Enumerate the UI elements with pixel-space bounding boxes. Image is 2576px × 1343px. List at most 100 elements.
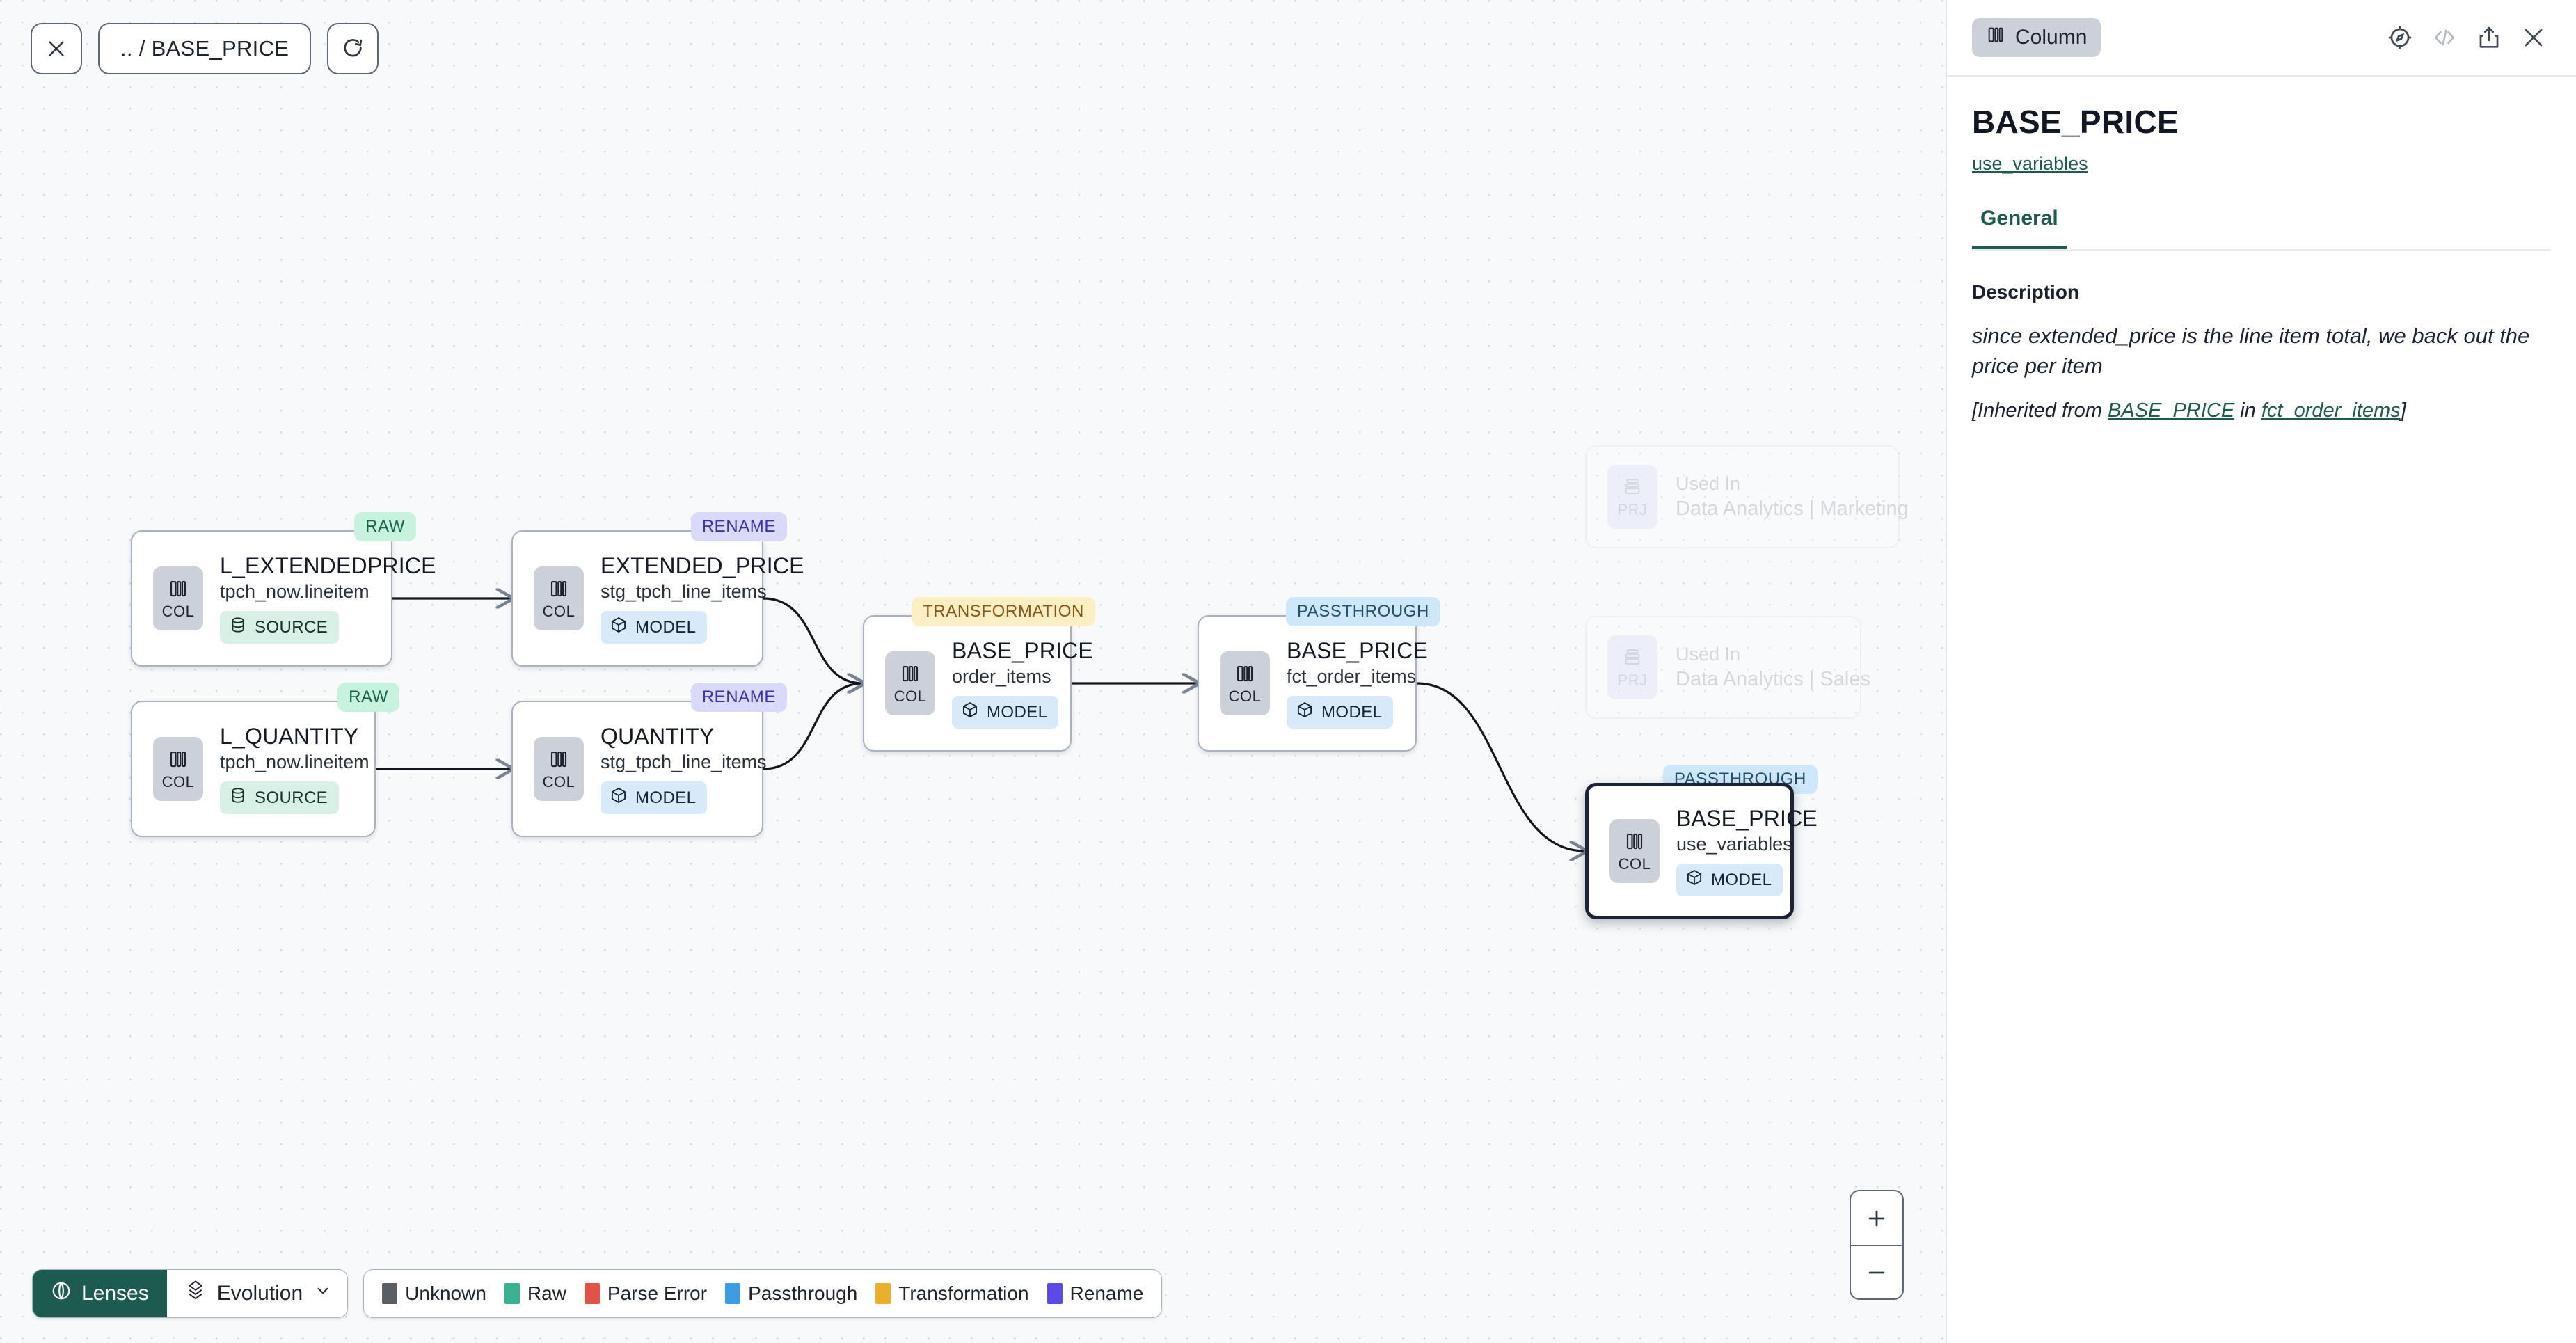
minus-icon [1868, 1271, 1885, 1273]
used-in-info: Used In Data Analytics | Marketing [1676, 473, 1909, 520]
legend-item-parse-error[interactable]: Parse Error [584, 1282, 707, 1305]
page-title: BASE_PRICE [1972, 104, 2179, 140]
node-kind-label: MODEL [635, 788, 697, 807]
details-panel-header: Column [1947, 0, 2576, 77]
panel-actions [2387, 24, 2547, 51]
inherited-suffix: ] [2400, 399, 2406, 422]
node-subtitle: order_items [952, 666, 1051, 687]
legend-item-rename[interactable]: Rename [1047, 1282, 1144, 1305]
legend-item-unknown[interactable]: Unknown [382, 1282, 486, 1305]
legend-label: Passthrough [748, 1282, 858, 1304]
node-kind-chip: MODEL [601, 611, 708, 644]
description-label: Description [1972, 281, 2080, 303]
close-icon[interactable] [2520, 24, 2547, 51]
focus-icon[interactable] [2387, 24, 2413, 51]
canvas-toolbar: .. / BASE_PRICE [31, 23, 379, 74]
node-state-tag-quantity[interactable]: RENAME [690, 683, 787, 712]
used-in-label: Used In [1676, 644, 1741, 665]
project-type-badge: PRJ [1607, 465, 1657, 529]
column-icon [1986, 25, 2005, 50]
column-badge-label: COL [542, 602, 575, 620]
column-icon [1624, 831, 1645, 855]
used-in-name: Data Analytics | Sales [1676, 668, 1870, 690]
close-icon [45, 38, 67, 60]
inherited-column-link[interactable]: BASE_PRICE [2108, 399, 2235, 422]
inherited-prefix: [Inherited from [1972, 399, 2108, 422]
inherited-model-link[interactable]: fct_order_items [2261, 399, 2401, 422]
canvas-bottom-bar: Lenses Evolution [32, 1269, 1163, 1318]
lenses-button[interactable]: Lenses [33, 1270, 167, 1317]
entity-kind-chip[interactable]: Column [1972, 18, 2101, 57]
column-badge-label: COL [542, 772, 575, 790]
close-button[interactable] [31, 23, 82, 74]
column-badge-label: COL [1228, 687, 1262, 705]
node-kind-chip: MODEL [952, 696, 1059, 729]
node-state-tag-l_extendedprice[interactable]: RAW [354, 512, 416, 541]
column-type-badge: COL [153, 566, 203, 630]
chevron-down-icon [314, 1282, 332, 1305]
column-type-badge: COL [534, 566, 584, 630]
column-type-badge: COL [1220, 651, 1270, 715]
column-badge-label: COL [161, 602, 195, 620]
lineage-canvas[interactable]: .. / BASE_PRICE PRJ Used In Data Analytics… [0, 0, 1946, 1343]
node-title: EXTENDED_PRICE [601, 553, 804, 578]
model-link[interactable]: use_variables [1972, 153, 2088, 174]
used-in-name: Data Analytics | Marketing [1676, 498, 1909, 520]
node-state-tag-l_quantity[interactable]: RAW [337, 683, 399, 712]
project-badge-label: PRJ [1617, 501, 1648, 518]
zoom-controls [1850, 1190, 1904, 1300]
code-icon[interactable] [2431, 24, 2458, 51]
refresh-button[interactable] [327, 23, 379, 74]
breadcrumb-button[interactable]: .. / BASE_PRICE [98, 23, 312, 74]
lenses-group: Lenses Evolution [32, 1269, 349, 1318]
inherited-middle: in [2234, 399, 2261, 422]
legend-item-transformation[interactable]: Transformation [875, 1282, 1029, 1305]
node-subtitle: use_variables [1676, 834, 1792, 855]
node-state-tag-base_price_fct[interactable]: PASSTHROUGH [1285, 597, 1440, 626]
legend-swatch [725, 1283, 741, 1304]
inherited-note: [Inherited from BASE_PRICE in fct_order_… [1972, 399, 2551, 422]
node-title: QUANTITY [601, 724, 715, 749]
legend-swatch [584, 1283, 600, 1304]
node-subtitle: tpch_now.lineitem [220, 581, 369, 602]
panel-tabs: General [1972, 207, 2551, 251]
model-icon [961, 701, 979, 724]
node-state-tag-base_price_oi[interactable]: TRANSFORMATION [912, 597, 1095, 626]
zoom-in-button[interactable] [1851, 1191, 1902, 1245]
evolution-icon [185, 1280, 206, 1308]
node-title: BASE_PRICE [1287, 638, 1428, 663]
evolution-dropdown[interactable]: Evolution [166, 1270, 348, 1317]
model-icon [1685, 868, 1703, 891]
project-icon [1622, 646, 1643, 671]
legend-label: Raw [527, 1282, 566, 1304]
zoom-out-button[interactable] [1851, 1245, 1902, 1298]
tab-general[interactable]: General [1972, 207, 2067, 249]
used-in-label: Used In [1676, 473, 1741, 494]
node-state-tag-extended_price[interactable]: RENAME [690, 512, 787, 541]
refresh-icon [341, 37, 365, 61]
model-icon [610, 786, 628, 809]
column-type-badge: COL [153, 737, 203, 801]
legend-label: Rename [1070, 1282, 1144, 1304]
used-in-card-used_marketing[interactable]: PRJ Used In Data Analytics | Marketing [1585, 445, 1909, 548]
share-icon[interactable] [2476, 24, 2502, 51]
legend-item-raw[interactable]: Raw [504, 1282, 566, 1305]
node-title: BASE_PRICE [1676, 806, 1818, 831]
legend-item-passthrough[interactable]: Passthrough [725, 1282, 857, 1305]
node-kind-chip: MODEL [1676, 864, 1783, 896]
model-icon [1296, 701, 1314, 724]
legend-label: Unknown [405, 1282, 486, 1304]
node-title: L_EXTENDEDPRICE [220, 553, 436, 578]
